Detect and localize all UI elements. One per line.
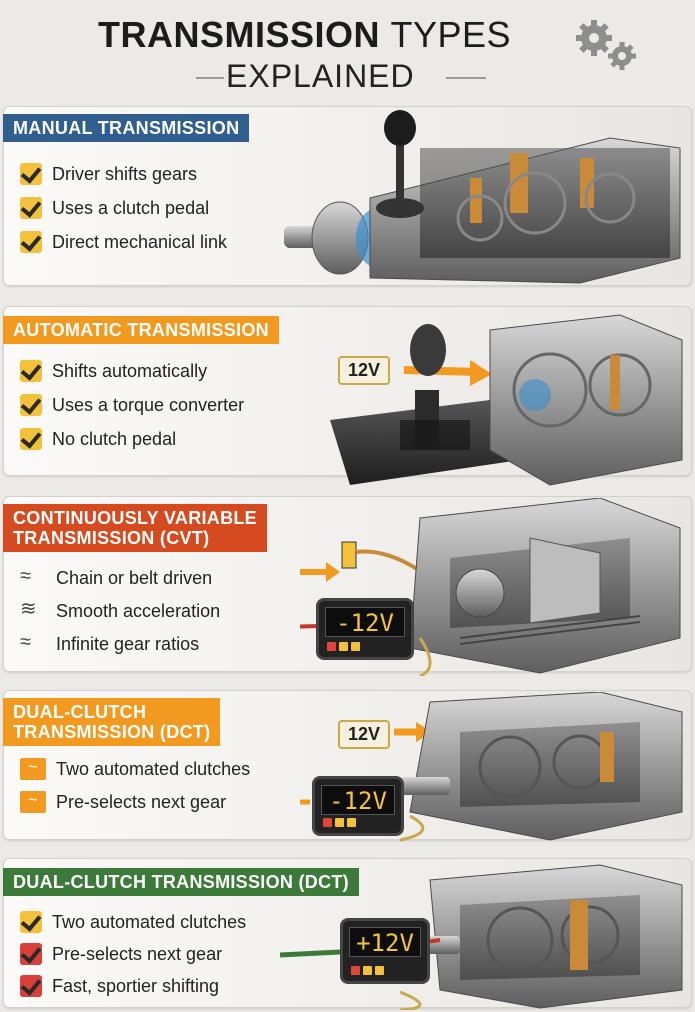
section-title-automatic: AUTOMATIC TRANSMISSION — [3, 316, 279, 344]
list-item: Driver shifts gears — [20, 163, 197, 185]
section-title-line: TRANSMISSION (DCT) — [13, 722, 211, 742]
page-header: TRANSMISSION TYPES EXPLAINED — [0, 0, 695, 100]
list-item: Fast, sportier shifting — [20, 975, 219, 997]
section-title-line: CONTINUOUSLY VARIABLE — [13, 508, 257, 528]
section-title-dct-green: DUAL-CLUTCH TRANSMISSION (DCT) — [3, 868, 359, 896]
check-icon — [20, 911, 42, 933]
title-rule-right — [446, 77, 486, 79]
check-icon — [20, 943, 42, 965]
meter-lamps — [323, 818, 356, 827]
check-icon — [20, 360, 42, 382]
title-light: TYPES — [390, 14, 512, 55]
section-title-manual: MANUAL TRANSMISSION — [3, 114, 250, 142]
voltage-meter: -12V — [316, 598, 414, 660]
gear-icon — [576, 20, 636, 70]
check-icon — [20, 975, 42, 997]
list-item: ≈Infinite gear ratios — [20, 631, 200, 654]
voltage-label: 12V — [338, 720, 391, 749]
page-subtitle: EXPLAINED — [226, 58, 415, 94]
meter-lamps — [351, 966, 384, 975]
wave-icon: ~ — [20, 791, 46, 813]
check-icon — [20, 394, 42, 416]
check-icon — [20, 428, 42, 450]
section-title-line: DUAL-CLUTCH — [13, 702, 147, 722]
section-title-cvt: CONTINUOUSLY VARIABLE TRANSMISSION (CVT) — [3, 504, 267, 552]
check-icon — [20, 197, 42, 219]
voltage-label: 12V — [338, 356, 391, 385]
check-icon — [20, 163, 42, 185]
list-item: Shifts automatically — [20, 360, 207, 382]
meter-reading: -12V — [325, 607, 405, 637]
page-title: TRANSMISSION TYPES — [98, 14, 511, 56]
title-bold: TRANSMISSION — [98, 14, 381, 55]
dct-transmission-image — [300, 692, 683, 842]
meter-reading: -12V — [321, 785, 395, 815]
list-item: ≈Chain or belt driven — [20, 565, 213, 588]
wave-icon: ≋ — [20, 598, 37, 620]
wave-icon: ~ — [20, 758, 46, 780]
list-item: ≋Smooth acceleration — [20, 598, 221, 621]
list-item: Direct mechanical link — [20, 231, 227, 253]
meter-lamps — [327, 642, 360, 651]
automatic-transmission-image — [330, 314, 683, 486]
dct-green-transmission-image — [280, 864, 683, 1010]
section-title-line: TRANSMISSION (CVT) — [13, 528, 210, 548]
list-item: No clutch pedal — [20, 428, 176, 450]
voltage-meter: -12V — [312, 776, 404, 836]
list-item: Uses a clutch pedal — [20, 197, 209, 219]
section-title-dct: DUAL-CLUTCH TRANSMISSION (DCT) — [3, 698, 221, 746]
meter-reading: +12V — [349, 927, 421, 957]
list-item: ~Two automated clutches — [20, 758, 250, 780]
title-rule-left — [196, 77, 224, 79]
list-item: Two automated clutches — [20, 911, 246, 933]
manual-transmission-image — [284, 110, 681, 284]
list-item: ~Pre-selects next gear — [20, 791, 226, 813]
cvt-transmission-image — [300, 498, 681, 676]
wave-icon: ≈ — [20, 631, 31, 653]
list-item: Uses a torque converter — [20, 394, 244, 416]
check-icon — [20, 231, 42, 253]
list-item: Pre-selects next gear — [20, 943, 222, 965]
wave-icon: ≈ — [20, 565, 31, 587]
voltage-meter: +12V — [340, 918, 430, 984]
